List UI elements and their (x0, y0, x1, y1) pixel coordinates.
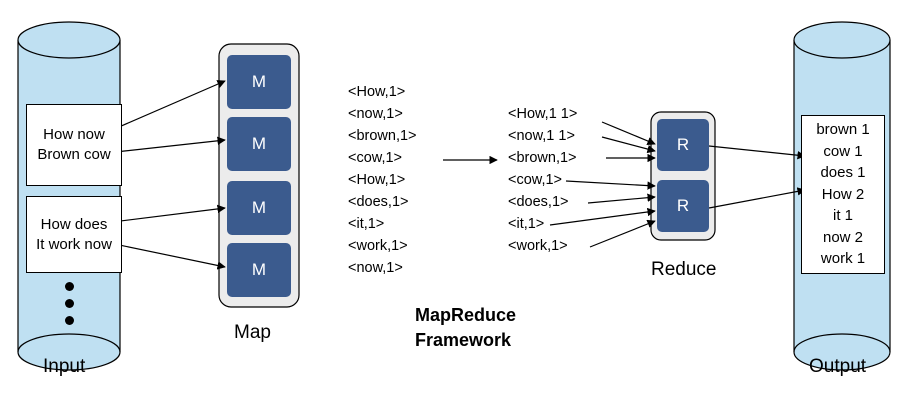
reduce-node-1: R (657, 119, 709, 171)
output-line: brown 1 (816, 121, 870, 139)
input-document-2: How does It work now (26, 196, 122, 273)
framework-label-line-1: MapReduce (415, 305, 517, 325)
reduce-node-2: R (657, 180, 709, 232)
output-line: work 1 (820, 250, 866, 268)
arrow-work-to-r2 (589, 219, 656, 248)
map-node-4: M (227, 243, 291, 297)
grouped-item: <it,1> (508, 216, 545, 232)
output-line: it 1 (832, 207, 853, 225)
grouped-item: <work,1> (508, 238, 568, 254)
output-line: cow 1 (823, 142, 863, 160)
grouped-item: <cow,1> (508, 172, 563, 188)
output-results: brown 1 cow 1 does 1 How 2 it 1 now 2 wo… (801, 115, 885, 274)
map-output-item: <now,1> (348, 106, 403, 122)
map-node-2: M (227, 117, 291, 171)
arrow-how-to-r1 (601, 121, 656, 145)
framework-label-line-2: Framework (415, 330, 512, 350)
group-to-reduce-arrows (549, 121, 656, 248)
map-output-item: <it,1> (348, 216, 385, 232)
framework-label: MapReduce Framework (415, 303, 516, 353)
grouped-item: <brown,1> (508, 150, 577, 166)
map-output-item: <cow,1> (348, 150, 403, 166)
more-documents-dot-2 (65, 299, 74, 308)
map-output-item: <How,1> (348, 84, 406, 100)
arrow-doc1-to-m1 (111, 80, 226, 131)
map-output-item: <now,1> (348, 260, 403, 276)
reduce-to-output-arrows (708, 145, 806, 209)
reduce-caption: Reduce (651, 259, 717, 280)
more-documents-dot-3 (65, 316, 74, 325)
grouped-item: <now,1 1> (508, 128, 575, 144)
input-document-1: How now Brown cow (26, 104, 122, 186)
doc2-line-1: How does (40, 215, 108, 233)
arrow-r1-to-output (708, 145, 806, 160)
doc1-line-2: Brown cow (37, 146, 111, 163)
map-panel (218, 43, 300, 308)
map-node-1: M (227, 55, 291, 109)
arrow-does-to-r2 (587, 193, 656, 204)
doc2-line-2: It work now (36, 235, 112, 253)
map-output-item: <does,1> (348, 194, 409, 210)
output-line: now 2 (822, 228, 864, 246)
grouped-item: <does,1> (508, 194, 569, 210)
output-caption: Output (809, 356, 867, 377)
grouped-item: <How,1 1> (508, 106, 578, 122)
grouped-list: <How,1 1> <now,1 1> <brown,1> <cow,1> <d… (508, 103, 577, 257)
map-node-3: M (227, 181, 291, 235)
arrow-now-to-r1 (601, 136, 656, 154)
input-caption: Input (43, 356, 86, 377)
map-output-item: <brown,1> (348, 128, 417, 144)
map-output-list: <How,1> <now,1> <brown,1> <cow,1> <How,1… (348, 81, 417, 279)
arrow-it-to-r2 (549, 207, 656, 226)
output-line: How 2 (821, 185, 865, 203)
output-line: does 1 (820, 164, 866, 182)
map-caption: Map (234, 322, 271, 343)
map-output-item: <work,1> (348, 238, 408, 254)
doc1-line-1: How now (43, 126, 105, 143)
map-output-item: <How,1> (348, 172, 406, 188)
arrow-cow-to-r2 (565, 180, 656, 190)
more-documents-dot-1 (65, 282, 74, 291)
arrow-r2-to-output (708, 187, 806, 209)
